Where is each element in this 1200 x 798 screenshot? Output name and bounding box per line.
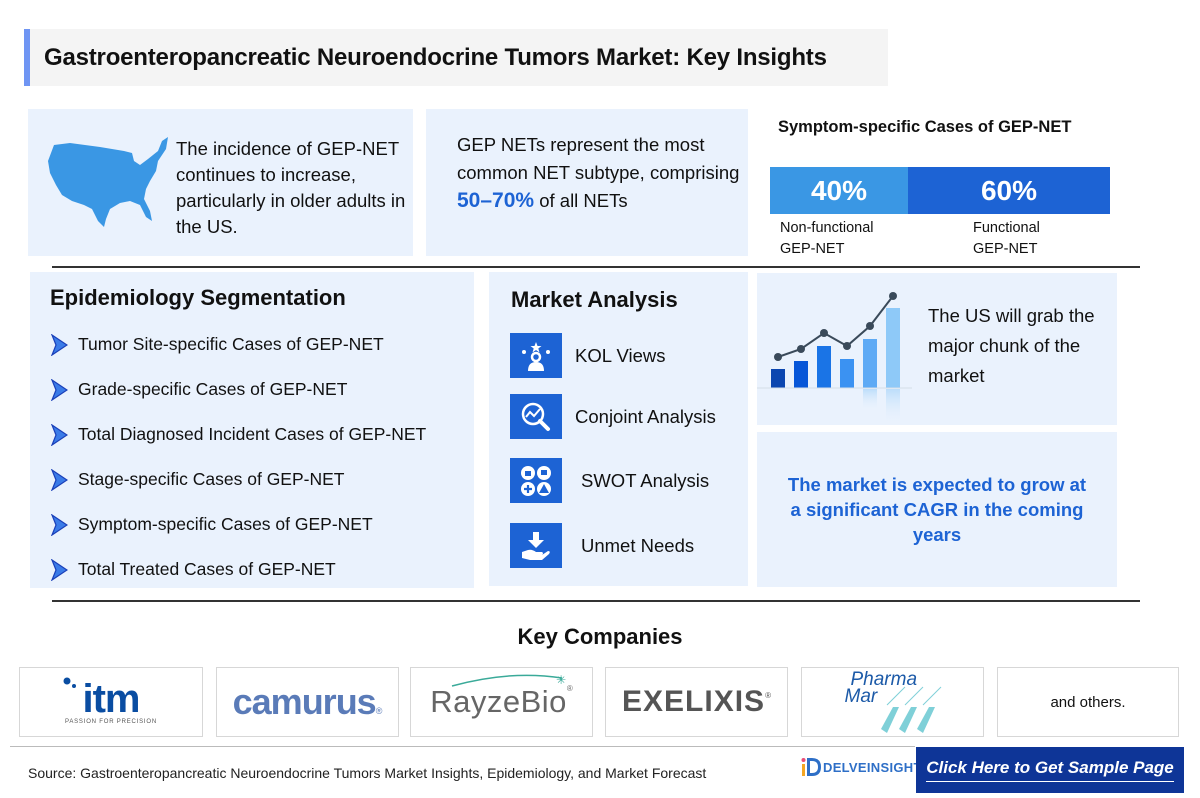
get-sample-page-button[interactable]: Click Here to Get Sample Page xyxy=(916,747,1184,793)
non-functional-label-line2: GEP-NET xyxy=(780,241,845,257)
market-analysis-card: Market Analysis KOL Views Conjoint Analy… xyxy=(489,272,748,586)
itm-wordmark: itm xyxy=(82,677,140,721)
pharmamar-stripes-icon xyxy=(880,686,941,733)
company-logo-camurus[interactable]: camurus® xyxy=(216,667,399,737)
epidemiology-item-label: Symptom-specific Cases of GEP-NET xyxy=(78,514,373,534)
functional-label-line2: GEP-NET xyxy=(973,241,1038,257)
cagr-text: The market is expected to grow at a sign… xyxy=(787,474,1087,545)
incidence-text: The incidence of GEP-NET continues to in… xyxy=(176,138,406,237)
itm-logo: itm PASSION FOR PRECISION xyxy=(63,677,158,725)
epidemiology-item: Grade-specific Cases of GEP-NET xyxy=(50,367,426,412)
epidemiology-title: Epidemiology Segmentation xyxy=(50,285,346,310)
epidemiology-card: Epidemiology Segmentation Tumor Site-spe… xyxy=(30,272,474,588)
itm-dots-icon xyxy=(63,677,76,688)
market-analysis-item-kol: KOL Views xyxy=(510,333,666,378)
delveinsight-logo: DELVEINSIGHT xyxy=(800,756,922,778)
delveinsight-d-icon xyxy=(801,758,821,776)
epidemiology-item-label: Stage-specific Cases of GEP-NET xyxy=(78,469,345,489)
pharmamar-wordmark-line1: Pharma xyxy=(850,669,918,690)
epidemiology-item-label: Grade-specific Cases of GEP-NET xyxy=(78,379,348,399)
registered-mark: ® xyxy=(566,684,573,693)
market-analysis-item-unmet: Unmet Needs xyxy=(510,523,694,568)
epidemiology-item-label: Total Diagnosed Incident Cases of GEP-NE… xyxy=(78,424,427,444)
company-logo-exelixis[interactable]: EXELIXIS® xyxy=(605,667,788,737)
hand-download-icon xyxy=(510,523,562,568)
us-map-icon xyxy=(48,137,168,227)
camurus-wordmark: camurus xyxy=(232,681,377,722)
market-analysis-label: Conjoint Analysis xyxy=(575,405,716,427)
registered-mark: ® xyxy=(375,706,383,716)
company-others: and others. xyxy=(997,667,1179,737)
functional-bar: 60% xyxy=(908,167,1110,214)
subtype-text-after: of all NETs xyxy=(534,190,628,211)
epidemiology-item: Symptom-specific Cases of GEP-NET xyxy=(50,502,426,547)
cagr-card: The market is expected to grow at a sign… xyxy=(757,432,1117,587)
functional-label-line1: Functional xyxy=(973,220,1040,236)
chevron-right-icon xyxy=(50,333,68,356)
chevron-right-icon xyxy=(50,423,68,446)
incidence-card: The incidence of GEP-NET continues to in… xyxy=(28,109,413,256)
epidemiology-item: Tumor Site-specific Cases of GEP-NET xyxy=(50,322,426,367)
market-analysis-label: SWOT Analysis xyxy=(581,469,710,491)
market-analysis-title: Market Analysis xyxy=(511,287,678,312)
growth-bar-chart-icon xyxy=(757,292,912,425)
footer-divider xyxy=(10,746,915,747)
page-title-banner: Gastroenteropancreatic Neuroendocrine Tu… xyxy=(24,29,888,86)
rayzebio-wordmark: RayzeBio xyxy=(430,684,567,719)
epidemiology-item: Stage-specific Cases of GEP-NET xyxy=(50,457,426,502)
company-logo-rayzebio[interactable]: ✳ RayzeBio® xyxy=(410,667,593,737)
magnifier-chart-icon xyxy=(510,394,562,439)
non-functional-bar: 40% xyxy=(770,167,908,214)
chevron-right-icon xyxy=(50,468,68,491)
svg-text:✳: ✳ xyxy=(556,673,566,687)
exelixis-wordmark: EXELIXIS xyxy=(622,685,766,718)
others-label: and others. xyxy=(1050,693,1126,711)
epidemiology-item-label: Tumor Site-specific Cases of GEP-NET xyxy=(78,334,384,354)
company-logo-pharmamar[interactable]: Pharma Mar xyxy=(801,667,984,737)
market-analysis-label: Unmet Needs xyxy=(581,534,695,556)
rayzebio-arc-icon: ✳ xyxy=(452,673,566,687)
subtype-highlight: 50–70% xyxy=(457,189,535,212)
market-analysis-label: KOL Views xyxy=(575,344,666,366)
company-logo-itm[interactable]: itm PASSION FOR PRECISION xyxy=(19,667,203,737)
non-functional-label-line1: Non-functional xyxy=(780,220,874,236)
registered-mark: ® xyxy=(765,690,771,700)
subtype-card: GEP NETs represent the most common NET s… xyxy=(426,109,748,256)
symptom-chart-title: Symptom-specific Cases of GEP-NET xyxy=(778,118,1072,136)
delveinsight-wordmark: DELVEINSIGHT xyxy=(823,759,922,775)
swot-grid-icon xyxy=(510,458,562,503)
non-functional-label: Non-functional GEP-NET xyxy=(780,218,874,260)
us-market-card: The US will grab the major chunk of the … xyxy=(757,273,1117,425)
section-divider xyxy=(52,266,1140,268)
epidemiology-item-label: Total Treated Cases of GEP-NET xyxy=(78,559,336,579)
functional-label: Functional GEP-NET xyxy=(973,218,1040,260)
kol-person-stars-icon xyxy=(510,333,562,378)
subtype-text: GEP NETs represent the most common NET s… xyxy=(457,131,747,215)
itm-tagline: PASSION FOR PRECISION xyxy=(64,719,158,725)
source-text: Source: Gastroenteropancreatic Neuroendo… xyxy=(28,765,707,781)
subtype-text-before: GEP NETs represent the most common NET s… xyxy=(457,134,740,183)
page-title: Gastroenteropancreatic Neuroendocrine Tu… xyxy=(44,43,827,71)
market-analysis-item-conjoint: Conjoint Analysis xyxy=(510,394,716,439)
epidemiology-list: Tumor Site-specific Cases of GEP-NET Gra… xyxy=(50,322,426,592)
market-analysis-item-swot: SWOT Analysis xyxy=(510,458,709,503)
key-companies-title: Key Companies xyxy=(517,624,683,649)
pharmamar-wordmark-line2: Mar xyxy=(844,686,878,707)
us-market-text: The US will grab the major chunk of the … xyxy=(928,305,1095,386)
chevron-right-icon xyxy=(50,513,68,536)
chevron-right-icon xyxy=(50,378,68,401)
get-sample-page-label: Click Here to Get Sample Page xyxy=(926,758,1174,782)
chevron-right-icon xyxy=(50,558,68,581)
epidemiology-item: Total Treated Cases of GEP-NET xyxy=(50,547,426,592)
section-divider xyxy=(52,600,1140,602)
epidemiology-item: Total Diagnosed Incident Cases of GEP-NE… xyxy=(50,412,426,457)
